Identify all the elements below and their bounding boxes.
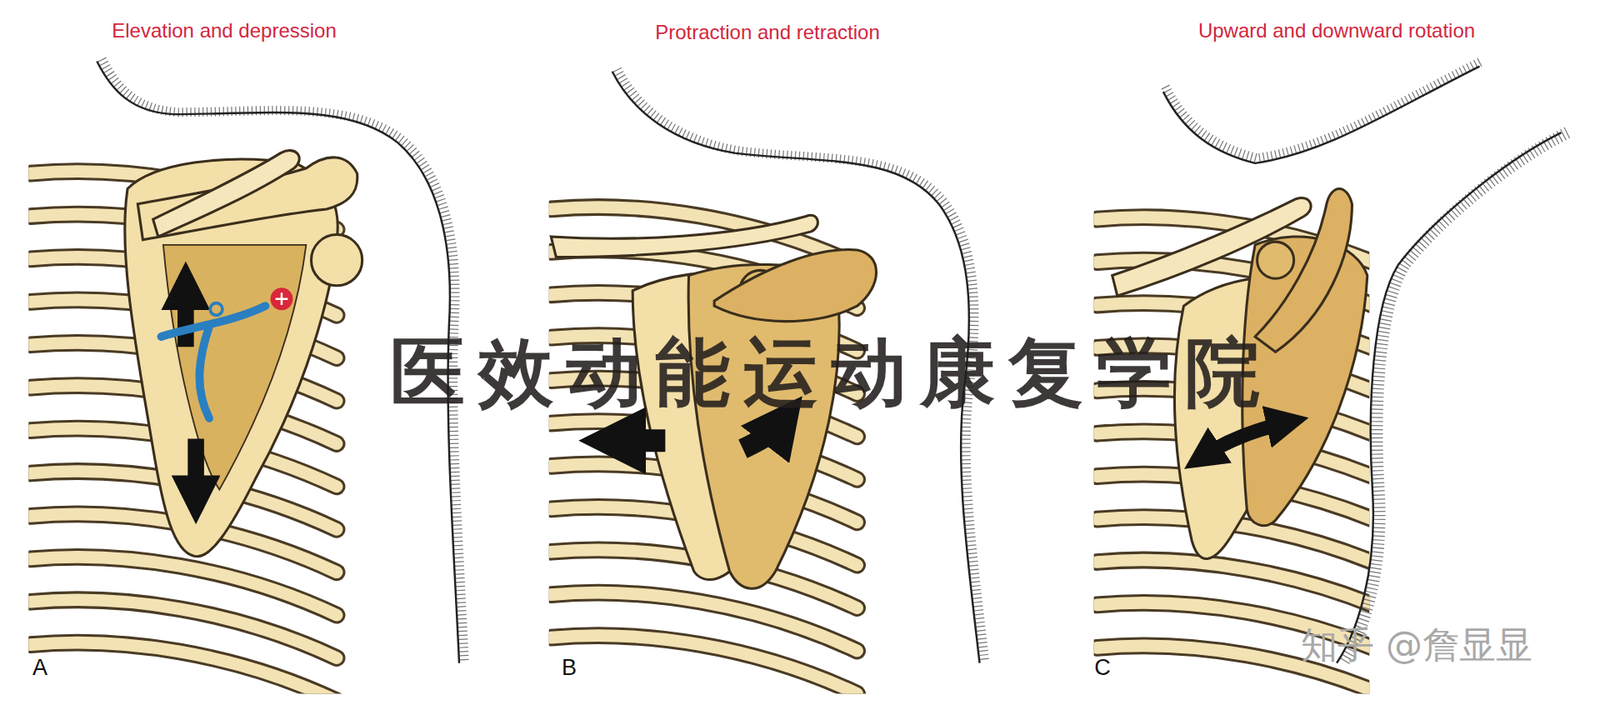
panel-letter: C bbox=[1094, 655, 1111, 681]
panel-title: Upward and downward rotation bbox=[1198, 20, 1475, 42]
panel-title: Protraction and retraction bbox=[655, 21, 880, 44]
watermark: 医效动能运动康复学院 bbox=[390, 331, 1274, 415]
panel-title: Elevation and depression bbox=[111, 20, 337, 42]
panel-letter: B bbox=[561, 655, 577, 681]
panel-letter: A bbox=[32, 655, 48, 681]
watermark: 知乎 @詹显显 bbox=[1300, 625, 1533, 665]
